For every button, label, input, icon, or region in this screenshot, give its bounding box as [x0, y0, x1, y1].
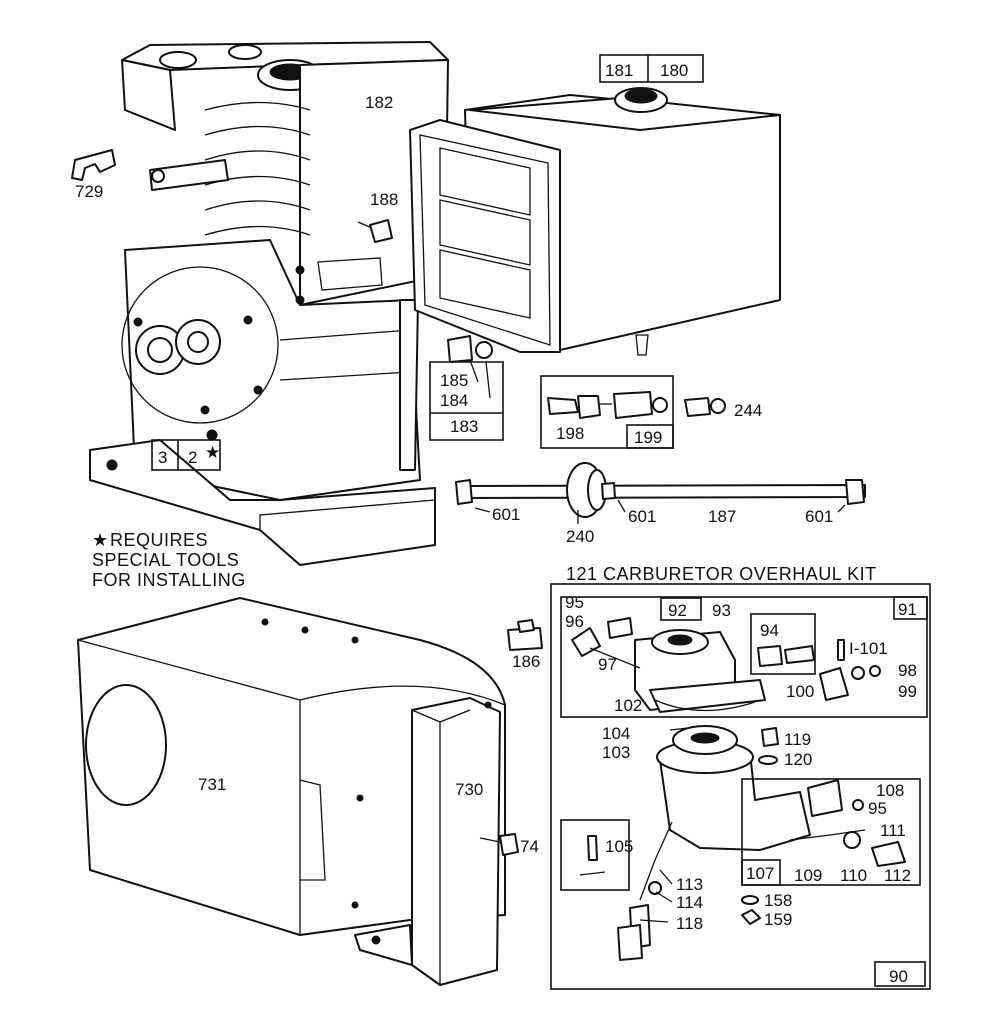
label-99: 99	[898, 682, 917, 701]
fuel-fittings-illustration	[547, 391, 726, 419]
label-731: 731	[198, 775, 226, 794]
label-105: 105	[605, 837, 633, 856]
label-109: 109	[794, 866, 822, 885]
label-111: 111	[880, 821, 906, 840]
label-74: 74	[520, 837, 539, 856]
label-97: 97	[598, 655, 617, 674]
bracket-730-illustration	[354, 697, 501, 986]
part-labels: 181 180 182 188 729 185 184 183 198 199 …	[75, 61, 917, 986]
label-187: 187	[708, 507, 736, 526]
label-240: 240	[566, 527, 594, 546]
label-102: 102	[614, 696, 642, 715]
label-100: 100	[786, 682, 814, 701]
label-94: 94	[760, 621, 779, 640]
label-92: 92	[668, 601, 687, 620]
special-tools-note-line3: FOR INSTALLING	[92, 570, 246, 590]
tee-fitting-186-illustration	[507, 619, 543, 651]
label-158: 158	[764, 891, 792, 910]
label-601-right: 601	[805, 507, 833, 526]
clip-729-illustration	[71, 149, 116, 181]
label-198: 198	[556, 424, 584, 443]
label-119: 119	[784, 730, 811, 749]
label-90: 90	[889, 967, 908, 986]
label-98: 98	[898, 661, 917, 680]
label-91: 91	[898, 600, 917, 619]
label-113: 113	[676, 875, 703, 894]
label-184: 184	[440, 391, 468, 410]
shroud-731-illustration	[77, 597, 506, 936]
star-icon: ★	[92, 530, 109, 550]
label-110: 110	[840, 866, 867, 885]
leader-lines	[469, 359, 846, 923]
label-114: 114	[676, 893, 703, 912]
label-186: 186	[512, 652, 540, 671]
label-112: 112	[884, 866, 911, 885]
carburetor-kit-title: 121 CARBURETOR OVERHAUL KIT	[566, 564, 877, 584]
label-120: 120	[784, 750, 812, 769]
special-tools-note-line1: REQUIRES	[110, 530, 208, 550]
label-103: 103	[602, 743, 630, 762]
label-729: 729	[75, 182, 103, 201]
special-tools-note-line2: SPECIAL TOOLS	[92, 550, 239, 570]
label-244: 244	[734, 401, 762, 420]
label-183: 183	[450, 417, 478, 436]
label-93: 93	[712, 601, 731, 620]
label-181: 181	[605, 61, 633, 80]
label-101: I-101	[849, 639, 888, 658]
label-188: 188	[370, 190, 398, 209]
label-601-left: 601	[492, 505, 520, 524]
fuel-tank-illustration	[409, 87, 781, 363]
label-730: 730	[455, 780, 483, 799]
screw-188-illustration	[357, 219, 393, 243]
label-180: 180	[660, 61, 688, 80]
label-2: 2	[188, 448, 197, 467]
label-96: 96	[565, 612, 584, 631]
label-159: 159	[764, 910, 792, 929]
label-118: 118	[676, 914, 703, 933]
label-104: 104	[602, 724, 630, 743]
fuel-line-187-illustration	[455, 462, 866, 518]
label-3: 3	[158, 448, 167, 467]
label-boxes	[151, 54, 931, 990]
bolt-74-illustration	[479, 833, 519, 856]
label-95-right: 95	[868, 799, 887, 818]
label-95-top: 95	[565, 593, 584, 612]
star-icon: ★	[205, 443, 220, 462]
label-185: 185	[440, 371, 468, 390]
label-182: 182	[365, 93, 393, 112]
label-601-middle: 601	[628, 507, 656, 526]
label-107: 107	[746, 864, 774, 883]
label-199: 199	[634, 428, 662, 447]
engine-block-illustration	[89, 41, 449, 566]
carburetor-illustration	[571, 617, 906, 961]
label-108: 108	[876, 781, 904, 800]
